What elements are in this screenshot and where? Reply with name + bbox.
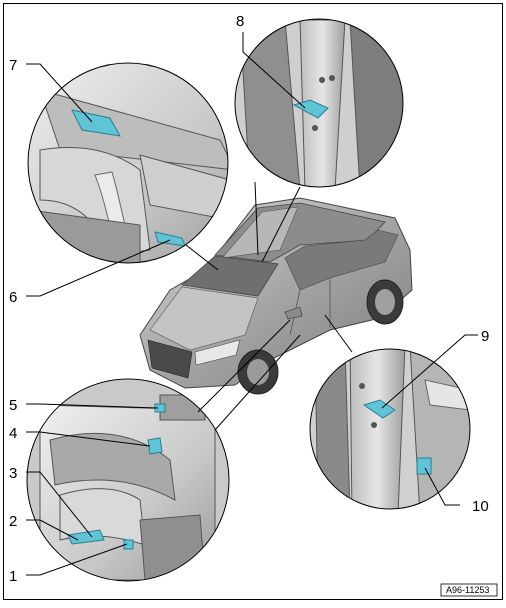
callout-5: 5 <box>9 397 17 414</box>
callout-6: 6 <box>9 289 17 306</box>
detail-circle-pillar-lower <box>309 348 471 510</box>
callout-2: 2 <box>9 513 17 530</box>
figure-id-box: A96-11253 <box>440 583 498 597</box>
figure-id: A96-11253 <box>446 585 489 595</box>
callout-9: 9 <box>481 328 489 345</box>
callout-leaders <box>26 32 478 576</box>
callout-7: 7 <box>9 57 17 74</box>
detail-circle-pillar-upper <box>234 18 404 188</box>
callout-4: 4 <box>9 425 17 442</box>
callout-1: 1 <box>9 568 17 585</box>
detail-circle-door-upper <box>27 62 229 264</box>
outer-border <box>3 3 503 600</box>
callout-8: 8 <box>236 13 244 30</box>
callout-10: 10 <box>472 498 489 515</box>
callout-labels: 1 2 3 4 5 6 7 8 9 10 <box>9 13 489 585</box>
callout-3: 3 <box>9 465 17 482</box>
connector-lines <box>185 181 353 431</box>
detail-circle-door-panel <box>26 378 230 582</box>
